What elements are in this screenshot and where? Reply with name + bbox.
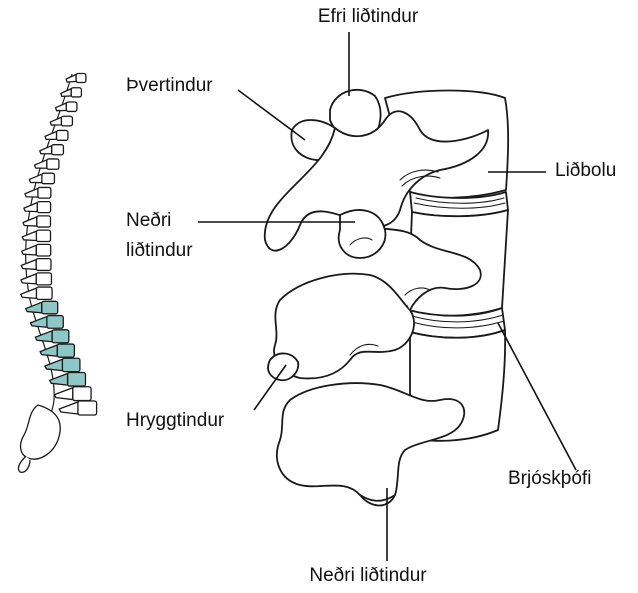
spine-vertebra-body — [75, 72, 87, 84]
spine-vertebra-body — [55, 129, 69, 141]
spine-vertebra-process — [28, 173, 43, 184]
lower-inferior-articular-process — [359, 494, 396, 502]
spine-sacrum — [19, 404, 61, 460]
spine-vertebra-process — [20, 273, 37, 285]
spine-vertebra-process — [54, 102, 67, 112]
spine-vertebra-body — [35, 243, 52, 257]
spine-vertebra-body — [46, 158, 60, 170]
spine-vertebra-body — [60, 115, 74, 127]
spine-vertebra-body — [41, 300, 59, 315]
upper-lamina — [264, 110, 489, 252]
spine-vertebra-body — [77, 400, 98, 416]
joint-texture — [349, 169, 441, 356]
spine-vertebra-process — [34, 330, 53, 343]
spine-vertebra-process — [39, 145, 53, 155]
spine-vertebra-process — [60, 88, 72, 97]
spine-vertebra-body — [61, 357, 81, 373]
label-superior-articular-process: Efri liðtindur — [317, 6, 419, 27]
spine-vertebra-process — [21, 230, 38, 242]
spine-vertebra-process — [53, 387, 74, 401]
spine-vertebra-body — [70, 87, 83, 98]
spine-coccyx — [17, 455, 31, 473]
spine-vertebra-process — [24, 187, 39, 198]
spine-vertebra-body — [56, 343, 76, 358]
lower-transverse-process — [267, 352, 300, 382]
spine-vertebra-process — [21, 244, 37, 256]
spine-vertebra-process — [25, 301, 43, 314]
lower-spinous-process — [276, 382, 466, 507]
label-vertebral-body: Liðbolu — [555, 160, 617, 181]
spine-vertebra-process — [39, 344, 58, 357]
middle-lamina — [364, 224, 482, 311]
spine-vertebra-body — [35, 257, 52, 272]
spine-vertebra-body — [72, 386, 92, 402]
spine-vertebra-process — [49, 116, 63, 126]
leader-lines — [198, 32, 577, 561]
spine-vertebra-process — [33, 159, 48, 169]
label-transverse-process: Þvertindur — [126, 75, 213, 96]
label-intervertebral-disc: Brjóskþófi — [508, 468, 592, 489]
spine-side-view-icon — [17, 72, 98, 473]
leader-spinous-process — [253, 364, 287, 411]
spine-vertebra-body — [35, 272, 53, 286]
spine-vertebra-body — [36, 215, 52, 228]
spine-vertebra-body — [36, 201, 52, 214]
middle-inferior-articular-process — [337, 209, 387, 259]
label-inferior-articular-process-bottom: Neðri liðtindur — [309, 565, 427, 586]
spine-vertebra-body — [35, 229, 52, 243]
spine-vertebra-process — [58, 401, 79, 415]
leader-transverse-process — [237, 89, 306, 141]
spine-vertebra-process — [29, 315, 48, 328]
spine-vertebra-body — [37, 186, 52, 199]
spine-vertebra-body — [41, 172, 56, 185]
spine-vertebra-process — [65, 73, 77, 83]
spine-vertebra-body — [50, 144, 65, 156]
spine-vertebra-process — [44, 130, 58, 141]
spine-curve-outline — [25, 73, 73, 446]
spine-vertebra-process — [20, 258, 37, 271]
spine-vertebra-body — [46, 314, 64, 329]
spine-vertebra-body — [51, 329, 70, 344]
label-inferior-articular-process-line1: Neðri — [126, 210, 172, 231]
spine-vertebra-process — [44, 358, 64, 372]
spine-vertebra-process — [48, 372, 69, 386]
spine-vertebra-process — [20, 287, 38, 299]
disc-texture — [411, 197, 506, 329]
middle-spinous-process — [273, 272, 415, 380]
leader-intervertebral-disc — [497, 322, 577, 471]
spine-vertebra-process — [23, 202, 38, 213]
spine-vertebra-body — [35, 286, 53, 300]
spine-vertebra-process — [22, 216, 38, 227]
label-spinous-process: Hryggtindur — [126, 410, 225, 431]
lumbar-vertebrae-illustration — [264, 88, 510, 507]
spine-vertebra-body — [65, 101, 78, 113]
label-inferior-articular-process-line2: liðtindur — [126, 240, 193, 261]
spine-vertebra-body — [66, 371, 87, 387]
